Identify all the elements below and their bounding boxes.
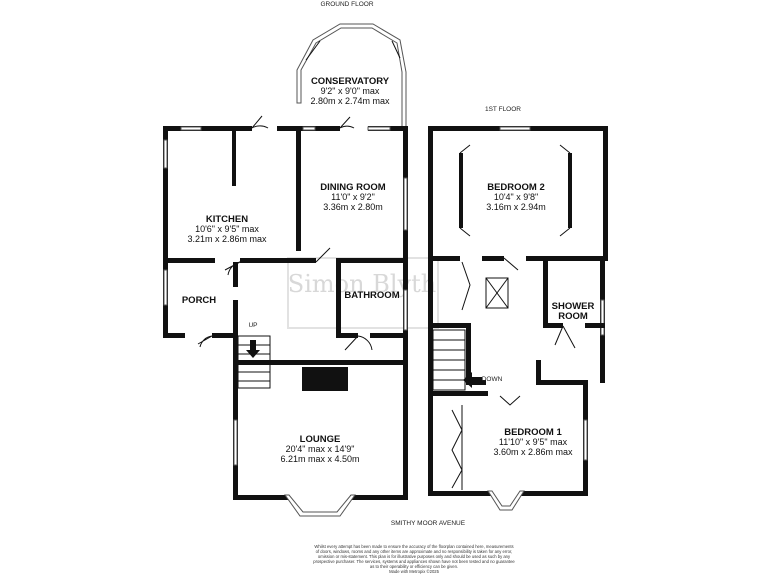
- disclaimer-line: Whilst every attempt has been made to en…: [314, 544, 513, 549]
- room-bedroom1-imperial: 11'10" x 9'5" max: [499, 437, 568, 447]
- room-lounge: LOUNGE 20'4" max x 14'9" 6.21m max x 4.5…: [280, 434, 359, 464]
- stairs-down-label: DOWN: [482, 376, 503, 383]
- stairs-up-label: UP: [248, 322, 257, 329]
- first-floor-title: 1ST FLOOR: [485, 106, 521, 113]
- room-conservatory-metric: 2.80m x 2.74m max: [310, 96, 390, 106]
- disclaimer-line: Made with Metropix ©2025: [389, 569, 440, 574]
- ground-floor-plan: UP CONSERVATORY 9'2" x 9'0" max 2.80m x …: [163, 23, 408, 517]
- room-conservatory-name: CONSERVATORY: [311, 76, 390, 87]
- room-bathroom-name: BATHROOM: [344, 290, 399, 301]
- room-conservatory-imperial: 9'2" x 9'0" max: [321, 86, 380, 96]
- room-lounge-imperial: 20'4" max x 14'9": [286, 444, 355, 454]
- room-porch-name: PORCH: [182, 295, 216, 306]
- room-bedroom2-name: BEDROOM 2: [487, 182, 545, 193]
- room-dining: DINING ROOM 11'0" x 9'2" 3.36m x 2.80m: [320, 182, 386, 212]
- ground-floor-title: GROUND FLOOR: [320, 1, 373, 8]
- room-kitchen-name: KITCHEN: [206, 214, 248, 225]
- disclaimer-line: prospective purchaser. The services, sys…: [313, 559, 515, 564]
- room-bedroom1-name: BEDROOM 1: [504, 427, 562, 438]
- room-conservatory: CONSERVATORY 9'2" x 9'0" max 2.80m x 2.7…: [310, 76, 390, 106]
- street-name: SMITHY MOOR AVENUE: [391, 520, 466, 527]
- room-bedroom1-metric: 3.60m x 2.86m max: [493, 447, 573, 457]
- room-dining-name: DINING ROOM: [320, 182, 386, 193]
- room-bedroom2-imperial: 10'4" x 9'8": [494, 192, 538, 202]
- disclaimer-line: as to their operability or efficiency ca…: [370, 564, 458, 569]
- room-lounge-metric: 6.21m max x 4.50m: [280, 454, 359, 464]
- room-shower-name-1: SHOWER: [552, 301, 595, 312]
- room-kitchen: KITCHEN 10'6" x 9'5" max 3.21m x 2.86m m…: [187, 214, 267, 244]
- disclaimer: Whilst every attempt has been made to en…: [313, 544, 515, 574]
- disclaimer-line: omission or mis-statement. This plan is …: [318, 554, 511, 559]
- first-floor-stairs: DOWN: [432, 329, 503, 391]
- room-kitchen-metric: 3.21m x 2.86m max: [187, 234, 267, 244]
- disclaimer-line: of doors, windows, rooms and any other i…: [316, 549, 513, 554]
- ground-stairs: UP: [237, 322, 271, 389]
- room-lounge-name: LOUNGE: [300, 434, 341, 445]
- room-bedroom2: BEDROOM 2 10'4" x 9'8" 3.16m x 2.94m: [486, 182, 546, 212]
- first-floor-plan: DOWN BEDROOM 2 10'4" x 9'8" 3.16m x 2.94…: [428, 126, 608, 511]
- watermark-text: Simon Blyth: [288, 270, 436, 298]
- room-dining-imperial: 11'0" x 9'2": [331, 192, 375, 202]
- room-bedroom2-metric: 3.16m x 2.94m: [486, 202, 546, 212]
- room-kitchen-imperial: 10'6" x 9'5" max: [195, 224, 259, 234]
- room-shower-name-2: ROOM: [558, 311, 588, 322]
- room-bedroom1: BEDROOM 1 11'10" x 9'5" max 3.60m x 2.86…: [493, 427, 573, 457]
- room-dining-metric: 3.36m x 2.80m: [323, 202, 383, 212]
- room-shower: SHOWER ROOM: [552, 301, 595, 322]
